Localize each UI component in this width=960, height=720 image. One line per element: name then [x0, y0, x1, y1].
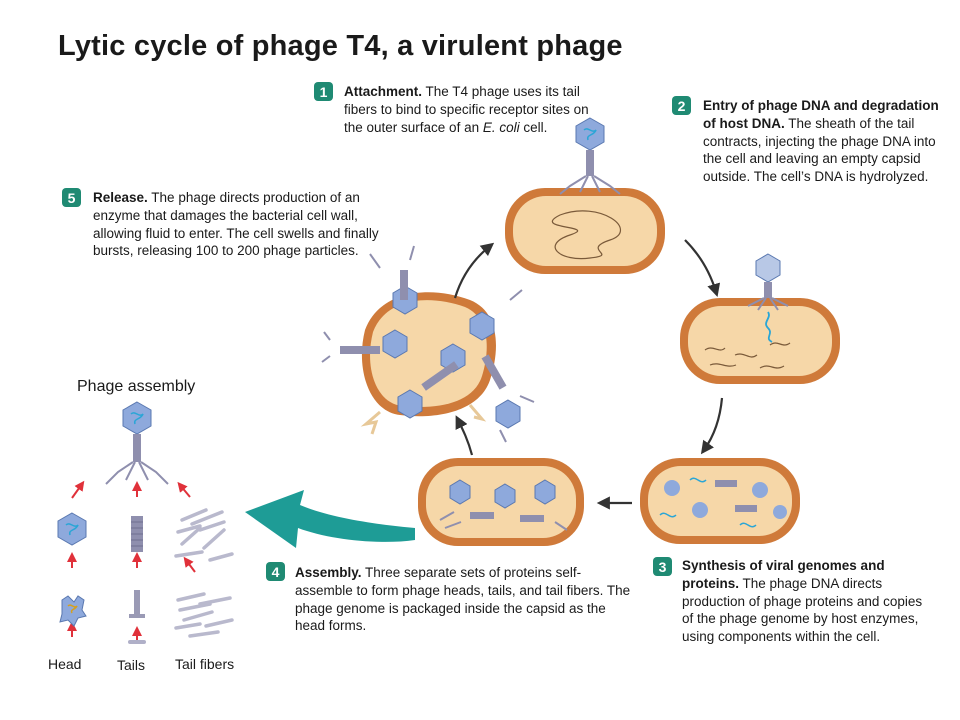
step-4-text: Assembly. Three separate sets of protein… [295, 564, 635, 635]
step-4-badge: 4 [266, 562, 285, 581]
step-4-heading: Assembly. [295, 565, 362, 580]
cycle-arrows [453, 239, 724, 510]
step-5-text: Release. The phage directs production of… [93, 189, 385, 260]
step-5-heading: Release. [93, 190, 148, 205]
step-2-heading: Entry of phage DNA and degradation of ho… [703, 98, 939, 131]
cycle-arrow-icon [700, 397, 724, 455]
step-2-badge: 2 [672, 96, 691, 115]
bacterium-cell-assembly [418, 458, 584, 546]
step-1-body: The T4 phage uses its tail fibers to bin… [344, 84, 589, 135]
step-1-text: Attachment. The T4 phage uses its tail f… [344, 83, 589, 136]
red-arrow-icon [177, 481, 191, 498]
released-phages [321, 245, 535, 443]
page-title: Lytic cycle of phage T4, a virulent phag… [58, 30, 623, 62]
cycle-arrow-icon [453, 242, 495, 299]
bacterium-cell-entry [680, 298, 840, 384]
step-1-heading: Attachment. [344, 84, 423, 99]
tail-fiber-components [174, 508, 234, 638]
step-1-tail: cell. [519, 119, 548, 135]
assembled-phage-icon [105, 401, 169, 485]
step-3-heading: Synthesis of viral genomes and proteins. [682, 558, 885, 591]
bacterium-cell-synthesis [640, 458, 800, 544]
cycle-arrow-icon [455, 415, 474, 456]
phage-icon [559, 117, 621, 195]
red-arrows [67, 480, 196, 643]
head-components [57, 512, 87, 627]
bacterium-cell-attachment [505, 188, 665, 274]
empty-capsid-icon [747, 253, 789, 311]
step-3-badge: 3 [653, 557, 672, 576]
phage-assembly-title: Phage assembly [77, 378, 196, 395]
step-3-text: Synthesis of viral genomes and proteins.… [682, 557, 932, 646]
step-3-body: The phage DNA directs production of phag… [682, 575, 923, 645]
step-2-body: The sheath of the tail contracts, inject… [703, 115, 936, 185]
label-head: Head [48, 656, 82, 672]
red-arrow-icon [183, 556, 196, 573]
label-tail-fibers: Tail fibers [175, 656, 235, 672]
label-tails: Tails [117, 657, 146, 673]
cycle-arrow-icon [684, 239, 721, 298]
big-teal-arrow-icon [245, 490, 415, 548]
step-2-text: Entry of phage DNA and degradation of ho… [703, 97, 953, 186]
red-arrow-icon [71, 480, 85, 499]
tail-components [128, 516, 146, 644]
step-5-body: The phage directs production of an enzym… [93, 190, 379, 259]
bacterium-cell-release [360, 292, 496, 435]
step-4-body: Three separate sets of proteins self-ass… [295, 565, 631, 634]
step-1-italic: E. coli [482, 119, 520, 135]
step-5-badge: 5 [62, 188, 81, 207]
step-1-badge: 1 [314, 82, 333, 101]
